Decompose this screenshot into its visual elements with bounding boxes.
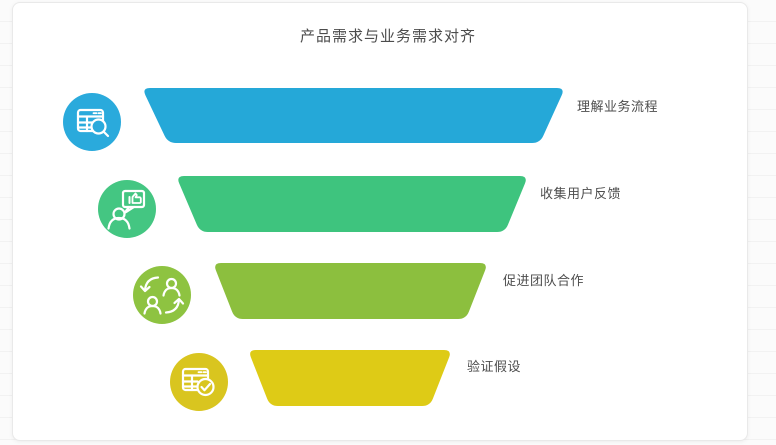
user-feedback-icon — [98, 180, 156, 238]
funnel-label-2: 收集用户反馈 — [540, 186, 622, 201]
page-title: 产品需求与业务需求对齐 — [299, 28, 476, 45]
funnel-segment-2 — [178, 176, 526, 232]
funnel-label-1: 理解业务流程 — [577, 99, 659, 114]
funnel-segment-1 — [144, 88, 563, 143]
funnel-segment-3 — [215, 263, 486, 319]
table-search-icon — [63, 93, 121, 151]
funnel-label-3: 促进团队合作 — [503, 273, 585, 288]
team-collaboration-icon — [133, 266, 191, 324]
table-check-icon — [170, 353, 228, 411]
funnel-label-4: 验证假设 — [467, 359, 522, 374]
funnel-segment-4 — [250, 350, 450, 406]
